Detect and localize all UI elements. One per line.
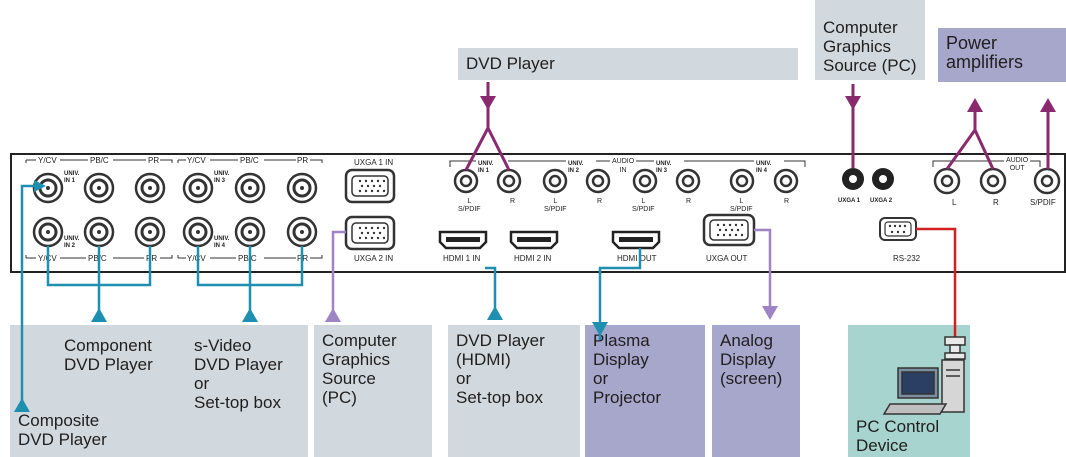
rs232-plug-icon (944, 336, 966, 360)
audio-r-3: R (686, 198, 692, 205)
pr-label-bottom: PR (146, 254, 158, 263)
audio-in-label: AUDIO IN (612, 158, 635, 174)
teal-arrows (14, 180, 608, 412)
video-rca-connectors (32, 172, 318, 248)
teal-wires (20, 184, 642, 410)
hdmi1-in-label: HDMI 1 IN (443, 254, 481, 263)
computer-graphics-source-label: Computer Graphics Source (PC) (314, 325, 432, 457)
audio-out-bracket (932, 160, 1041, 167)
computer-graphics-source-top-label: Computer Graphics Source (PC) (815, 0, 925, 80)
audio-univ-in3-label: UNIV. IN 3 (656, 161, 672, 174)
purple-arrows (480, 96, 1056, 112)
bracket-bottom-right (177, 255, 323, 259)
audio-out-label: AUDIO OUT (1006, 157, 1029, 172)
audio-rca-connectors (453, 167, 1061, 195)
plasma-display-label: Plasma Display or Projector (585, 325, 705, 457)
ycv-label-top: Y/CV (38, 156, 57, 165)
audio-univ-in1-label: UNIV. IN 1 (478, 161, 494, 174)
univ-in2-label: UNIV. IN 2 (64, 236, 80, 249)
hdmi-out-label: HDMI OUT (617, 254, 657, 263)
red-rs232-wire (916, 227, 957, 337)
audio-r-4: R (784, 198, 790, 205)
ycv-label-bottom-2: Y/CV (187, 254, 206, 263)
power-amplifiers-top-label: Power amplifiers (938, 28, 1066, 82)
pbc-label-bottom: PB/C (88, 254, 107, 263)
pbc-label-top: PB/C (90, 156, 109, 165)
rs232-label: RS-232 (893, 254, 921, 263)
ycv-label-top-2: Y/CV (187, 156, 206, 165)
bracket-top-right (177, 159, 323, 163)
audio-univ-in4-label: UNIV. IN 4 (756, 161, 772, 174)
bracket-bottom-left (25, 255, 173, 259)
uxga1-audio-label: UXGA 1 (838, 198, 861, 204)
purple-wires (464, 82, 1050, 171)
univ-in1-label: UNIV. IN 1 (64, 171, 80, 184)
dvd-player-top-label: DVD Player (458, 48, 798, 80)
composite-dvd-player-label: Composite DVD Player (10, 325, 308, 457)
pr-label-top-2: PR (297, 156, 309, 165)
pr-label-top: PR (148, 156, 160, 165)
uxga2-audio-label: UXGA 2 (870, 198, 893, 204)
svideo-dvd-player-label: s-Video DVD Player or Set-top box (194, 336, 283, 412)
lavender-wires (331, 228, 772, 318)
uxga2-in-label: UXGA 2 IN (354, 254, 394, 263)
pbc-label-bottom-2: PB/C (238, 254, 257, 263)
audio-r-2: R (597, 198, 603, 205)
uxga-out-label: UXGA OUT (706, 254, 748, 263)
pbc-label-top-2: PB/C (240, 156, 259, 165)
audio-out-r-label: R (993, 198, 999, 207)
audio-out-spdif-label: S/PDIF (1030, 198, 1056, 207)
hdmi2-in-label: HDMI 2 IN (514, 254, 552, 263)
uxga-audio-jacks (842, 168, 894, 190)
univ-in4-label: UNIV. IN 4 (214, 236, 230, 249)
audio-univ-in2-label: UNIV. IN 2 (568, 161, 584, 174)
audio-out-l-label: L (952, 198, 957, 207)
dvd-player-hdmi-label: DVD Player (HDMI) or Set-top box (448, 325, 580, 457)
audio-in-bracket (449, 160, 806, 167)
audio-r-1: R (510, 198, 516, 205)
audio-l-spdif-4: L S/PDIF (730, 198, 753, 213)
audio-l-spdif-1: L S/PDIF (458, 198, 481, 213)
audio-l-spdif-3: L S/PDIF (632, 198, 655, 213)
lavender-arrows (325, 306, 778, 322)
audio-l-spdif-2: L S/PDIF (544, 198, 567, 213)
uxga1-in-label: UXGA 1 IN (354, 158, 394, 167)
component-dvd-player-label: Component DVD Player (64, 336, 153, 374)
univ-in3-label: UNIV. IN 3 (214, 171, 230, 184)
bracket-top-left (25, 159, 173, 163)
analog-display-label: Analog Display (screen) (712, 325, 800, 457)
pc-computer-icon (882, 359, 965, 415)
